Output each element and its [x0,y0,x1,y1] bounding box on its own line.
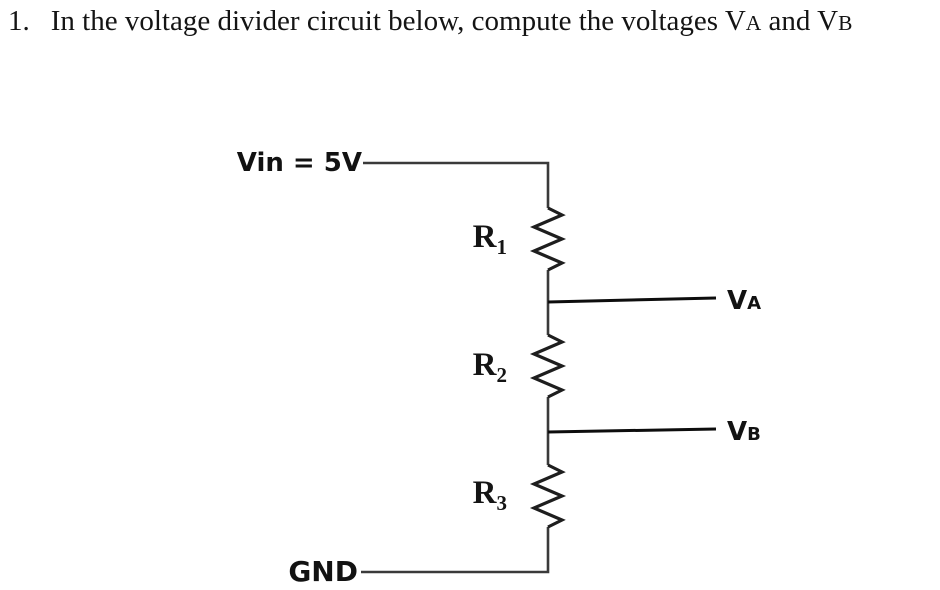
title-vb-sub: B [838,11,853,35]
vb-node-label: VB [727,419,761,448]
r2-subscript: 2 [496,363,508,387]
r2-symbol: R [472,347,497,383]
r1-subscript: 1 [496,235,508,259]
problem-text: In the voltage divider circuit below, co… [50,5,719,37]
resistor-r1-symbol [529,206,567,272]
resistor-r2-symbol [529,333,567,399]
va-main: V [727,286,748,316]
vb-tap-line [547,427,717,434]
resistor-r3-symbol [529,463,567,529]
va-node-label: VA [727,288,761,317]
title-voltage-b: VB [817,5,852,37]
gnd-wire [361,527,550,574]
r3-subscript: 3 [496,491,508,515]
gnd-label: GND [288,555,358,588]
r3-symbol: R [472,475,497,511]
vb-sub: B [747,424,761,445]
vin-wire [363,161,550,208]
title-va-sub: A [745,11,762,35]
problem-title: 1. In the voltage divider circuit below, … [8,2,938,42]
r1-symbol: R [472,219,497,255]
problem-number: 1. [8,5,30,37]
resistors-group [529,206,567,529]
resistor-r2-label: R2 [430,347,507,393]
vin-source-label: Vin = 5V [236,148,362,178]
title-voltage-a: VA [725,5,761,37]
resistor-r3-label: R3 [430,475,507,521]
title-vb-main: V [817,5,839,37]
title-va-main: V [724,5,746,37]
va-sub: A [747,293,762,314]
va-tap-line [547,296,717,304]
title-conjunction: and [768,5,811,37]
resistor-r1-label: R1 [430,219,507,265]
vb-main: V [727,417,748,447]
tap-lines-group [547,296,717,434]
wires-group [361,161,550,574]
